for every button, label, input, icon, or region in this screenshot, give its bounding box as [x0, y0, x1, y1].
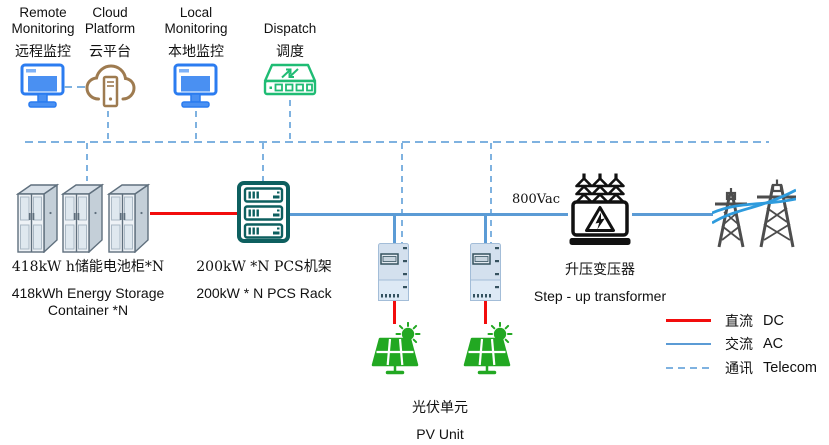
legend-item-ac: 交流 AC — [666, 333, 817, 357]
telecom-bus-line — [25, 141, 769, 143]
ac-line-transformer-to-grid — [632, 213, 713, 216]
node-dispatch: Dispatch 调度 — [250, 4, 330, 101]
battery-cabinet-icon — [17, 184, 149, 253]
cloud-platform-label-zh: 云平台 — [89, 44, 131, 60]
node-remote-monitoring: Remote Monitoring 远程监控 — [1, 4, 85, 111]
legend-telecom-label-en: Telecom — [763, 359, 817, 376]
dc-line-battery-to-pcs — [150, 212, 238, 215]
energy-storage-label-en: 418kWh Energy Storage Container *N — [11, 285, 165, 318]
cloud-platform-label-en: Cloud Platform — [84, 5, 136, 36]
pv-unit-label-zh: 光伏单元 — [412, 400, 468, 416]
telecom-drop-inverter-2 — [490, 143, 492, 243]
legend: 直流 DC 交流 AC 通讯 Telecom — [666, 309, 817, 380]
legend-telecom-label-zh: 通讯 — [725, 360, 753, 377]
dispatch-label-zh: 调度 — [276, 44, 304, 60]
dc-line-inverter1-to-pv1 — [393, 301, 396, 324]
legend-item-dc: 直流 DC — [666, 309, 817, 333]
legend-dc-label-en: DC — [763, 312, 784, 329]
ac-drop-inverter-1 — [393, 215, 396, 243]
local-monitoring-label-en: Local Monitoring — [164, 5, 228, 36]
dispatch-label-en: Dispatch — [263, 21, 317, 36]
energy-storage-labels: 418kW h储能电池柜*N 418kWh Energy Storage Con… — [0, 256, 176, 319]
transformer-icon — [569, 173, 631, 245]
ac-line-swatch — [666, 343, 711, 346]
transformer-label-en: Step - up transformer — [533, 288, 667, 304]
node-cloud-platform: Cloud Platform 云平台 — [72, 4, 148, 110]
ac-drop-inverter-2 — [484, 215, 487, 243]
solar-panel-icon — [463, 322, 513, 375]
telecom-drop-local-monitoring — [195, 111, 197, 141]
telecom-drop-pcs — [262, 143, 264, 181]
legend-ac-label-en: AC — [763, 336, 784, 353]
remote-monitoring-label-zh: 远程监控 — [15, 44, 71, 60]
transformer-label-zh: 升压变压器 — [565, 262, 635, 278]
legend-ac-label-zh: 交流 — [725, 337, 753, 354]
pcs-rack-labels: 200kW *N PCS机架 200kW * N PCS Rack — [190, 256, 338, 302]
cloud-server-icon — [84, 64, 136, 108]
legend-dc-label-zh: 直流 — [725, 313, 753, 330]
pcs-rack-label-en: 200kW * N PCS Rack — [196, 285, 332, 301]
pcs-rack-icon — [237, 181, 290, 243]
telecom-drop-dispatch — [289, 100, 291, 141]
telecom-line-swatch — [666, 366, 711, 369]
telecom-link-remote-cloud — [64, 86, 85, 88]
dc-line-swatch — [666, 319, 711, 323]
pv-unit-label-en: PV Unit — [416, 426, 464, 442]
energy-storage-label-zh: 418kW h储能电池柜*N — [11, 259, 165, 275]
telecom-drop-battery — [86, 143, 88, 181]
solar-panel-icon — [371, 322, 421, 375]
monitor-icon — [20, 63, 65, 108]
transformer-labels: 升压变压器 Step - up transformer — [518, 259, 682, 305]
network-switch-icon — [263, 63, 317, 96]
legend-item-telecom: 通讯 Telecom — [666, 356, 817, 380]
telecom-drop-inverter-1 — [401, 143, 403, 243]
ac-voltage-label: 800Vac — [511, 192, 560, 207]
ac-line-pcs-to-transformer — [289, 213, 568, 216]
node-local-monitoring: Local Monitoring 本地监控 — [154, 4, 238, 111]
transmission-tower-icon — [712, 179, 796, 248]
inverter-icon — [470, 243, 501, 301]
remote-monitoring-label-en: Remote Monitoring — [11, 5, 75, 36]
inverter-icon — [378, 243, 409, 301]
pcs-rack-label-zh: 200kW *N PCS机架 — [196, 259, 332, 275]
pv-unit-labels: 光伏单元 PV Unit — [382, 397, 498, 443]
monitor-icon — [173, 63, 218, 108]
local-monitoring-label-zh: 本地监控 — [168, 44, 224, 60]
dc-line-inverter2-to-pv2 — [484, 301, 487, 324]
telecom-drop-cloud — [107, 111, 109, 141]
